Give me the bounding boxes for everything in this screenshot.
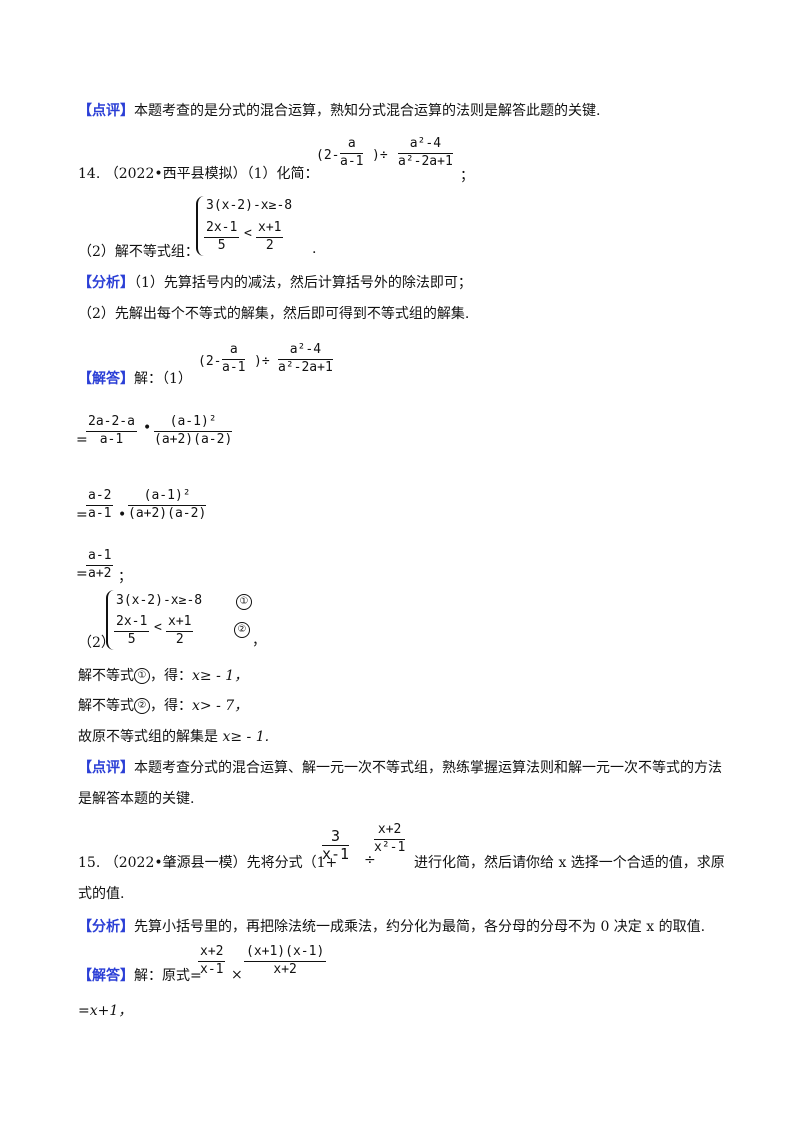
sol15-result: =x+1，: [78, 1003, 133, 1019]
step1-eq: =: [76, 432, 88, 448]
expr-open: (2-: [316, 148, 340, 163]
sol15-fraction-2: (x+1)(x-1)x+2: [244, 944, 327, 977]
analysis-15: 【分析】先算小括号里的，再把除法统一成乘法，约分化为最简，各分母的分母不为 0 …: [78, 919, 706, 935]
question-14-header: 14. （2022•西平县模拟）（1）化简：: [78, 163, 319, 183]
step2-eq: =: [76, 507, 88, 523]
solution-intro: 【解答】解：（1）: [78, 371, 192, 387]
review-text: 本题考查的是分式的混合运算，熟知分式混合运算的法则是解答此题的关键.: [134, 103, 601, 119]
q15-division: ÷: [364, 852, 376, 868]
step1-fraction-2: (a-1)²(a+2)(a-2): [154, 414, 233, 447]
system-brace: [196, 196, 206, 256]
analysis-tag: 【分析】: [78, 275, 134, 291]
part2-label: （2）解不等式组：: [78, 244, 199, 260]
step2-fraction-2: (a-1)²(a+2)(a-2): [128, 488, 207, 521]
step1-dot: •: [143, 420, 152, 436]
semicolon: ；: [460, 168, 474, 184]
sol-expr-open: (2-: [198, 354, 222, 369]
solution-tag-15: 【解答】: [78, 968, 134, 984]
q15-after: 进行化简，然后请你给 x 选择一个合适的值，求原: [414, 855, 725, 871]
analysis-tag-15: 【分析】: [78, 919, 134, 935]
circle-2: ②: [234, 622, 250, 638]
question-number-15: 15.: [78, 855, 101, 871]
question-source: （2022•西平县模拟）（1）化简：: [104, 166, 319, 182]
final-answer: 故原不等式组的解集是 x≥ - 1.: [78, 729, 270, 745]
question-15-line-2: 式的值.: [78, 886, 125, 902]
circle-1: ①: [236, 594, 252, 610]
analysis-line-1: 【分析】（1）先算括号内的减法，然后计算括号外的除法即可；: [78, 275, 472, 291]
sol-less-than: <: [154, 620, 162, 635]
sol-division: )÷: [254, 354, 270, 369]
step3-semicolon: ；: [118, 569, 132, 585]
question-15-line-1: 15. （2022•肇源县一模）先将分式（1+: [78, 855, 338, 871]
sol-system-brace: [106, 590, 116, 650]
less-than: <: [244, 226, 252, 241]
sol15-times: ×: [231, 967, 243, 983]
inequality-1: 3(x-2)-x≥-8: [206, 198, 293, 213]
sol-inequality-1: 3(x-2)-x≥-8: [116, 593, 203, 608]
division-sign: )÷: [372, 148, 388, 163]
review-14-line-2: 是解答本题的关键.: [78, 791, 195, 807]
review-tag-14: 【点评】: [78, 760, 134, 776]
solution-tag: 【解答】: [78, 371, 134, 387]
question-number: 14.: [78, 166, 101, 182]
period: .: [312, 241, 317, 257]
step2-dot: •: [118, 507, 127, 523]
step3-eq: =: [76, 566, 88, 582]
sol-comma: ，: [252, 633, 266, 649]
review-paragraph-1: 【点评】本题考查的是分式的混合运算，熟知分式混合运算的法则是解答此题的关键.: [78, 100, 600, 120]
review-tag: 【点评】: [78, 103, 134, 119]
sol-part2-label: （2）: [78, 635, 115, 651]
review-14-line-1: 【点评】本题考查分式的混合运算、解一元一次不等式组，熟练掌握运算法则和解一元一次…: [78, 760, 722, 776]
analysis-line-2: （2）先解出每个不等式的解集，然后即可得到不等式组的解集.: [78, 306, 470, 322]
solution-15-intro: 【解答】解：原式=: [78, 968, 202, 984]
